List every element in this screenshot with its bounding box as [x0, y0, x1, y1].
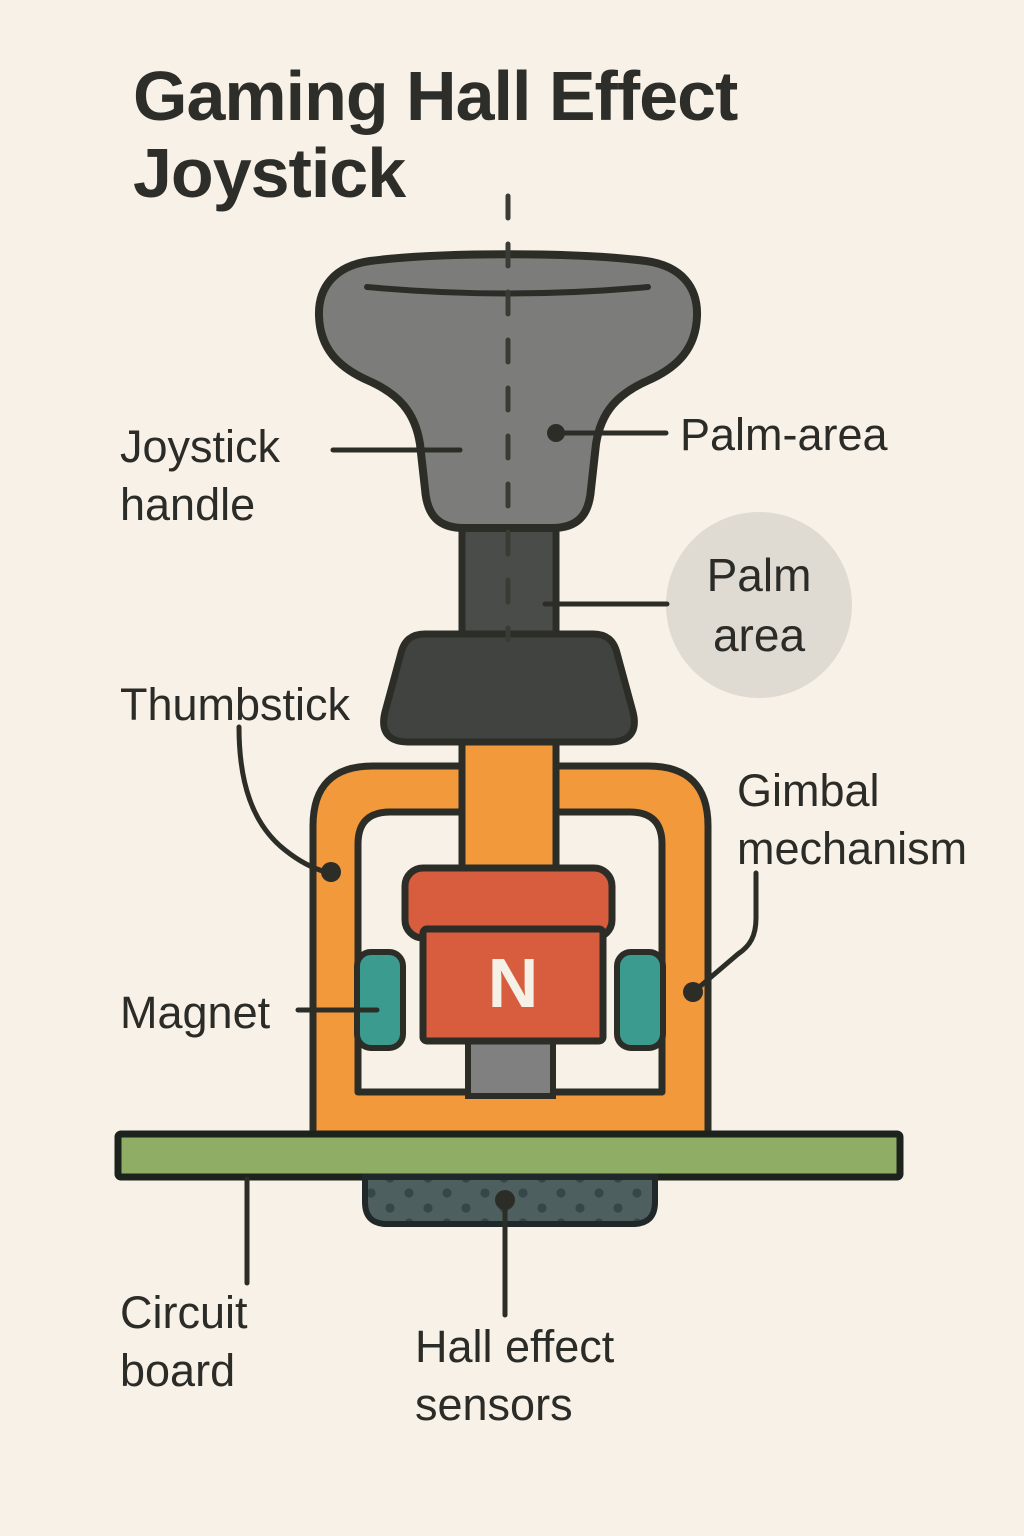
- pivot-stub: [465, 1038, 556, 1099]
- label-hall-effect-sensors: Hall effect sensors: [415, 1321, 615, 1430]
- leader-dot-palm-area: [547, 424, 565, 442]
- leader-dot-gimbal: [683, 982, 703, 1002]
- magnet-body: [419, 925, 607, 1045]
- leader-dot-thumbstick: [321, 862, 341, 882]
- label-magnet-pole-n: N: [487, 944, 539, 1022]
- circuit-board-bar: [114, 1130, 904, 1181]
- magnet-left-block: [354, 949, 406, 1051]
- label-thumbstick: Thumbstick: [120, 679, 351, 730]
- label-joystick-handle: Joystick handle: [120, 421, 281, 530]
- label-gimbal-mechanism: Gimbal mechanism: [737, 765, 968, 874]
- label-circuit-board: Circuit board: [120, 1287, 248, 1396]
- gimbal-frame: [309, 762, 712, 1142]
- leader-gimbal: [694, 870, 759, 992]
- leader-dot-hall-sensors: [495, 1190, 515, 1210]
- leader-thumbstick: [236, 724, 329, 875]
- stick-shaft-orange: [458, 734, 560, 887]
- boot-collar: [380, 630, 638, 746]
- label-palm-area-circle: Palm area: [706, 549, 812, 661]
- label-magnet: Magnet: [120, 987, 271, 1038]
- label-palm-area-callout: Palm-area: [680, 409, 888, 460]
- palm-area-highlight-circle: [666, 512, 852, 698]
- page-title: Gaming Hall Effect Joystick: [133, 57, 738, 212]
- magnet-right-block: [614, 949, 666, 1051]
